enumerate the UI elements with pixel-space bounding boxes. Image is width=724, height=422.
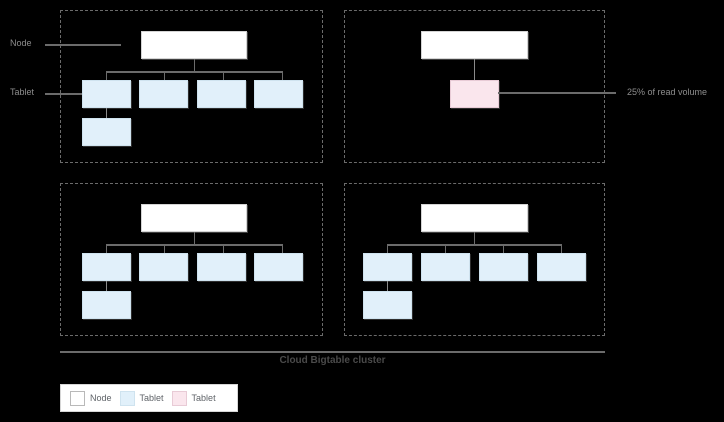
connector-drop-2-bottom-left [164,244,165,253]
connector-drop-2-top-left [164,71,165,80]
connector-drop-3-bottom-right [503,244,504,253]
node-group-top-right [344,10,605,163]
tablet-box-bottom-right-1 [363,253,412,281]
legend-item-node: Node [70,390,112,406]
tablet-swatch-icon [119,390,135,406]
connector-drop-1-top-left [106,71,107,80]
node-box-top-right [421,31,528,59]
connector-bus-bottom-left [106,244,283,246]
connector-node-stem-top-right [474,59,475,80]
cluster-separator-line [60,351,605,353]
tablet-box-bottom-left-4 [254,253,303,281]
legend-label-tablet-hot: Tablet [191,392,216,403]
tablet-box-top-left-3 [197,80,246,108]
tablet-box-top-left-2 [139,80,188,108]
connector-drop-4-bottom-right [561,244,562,253]
leader-line-node [45,44,121,46]
side-label-node: Node [10,38,32,48]
node-box-top-left [141,31,247,59]
tablet-box-top-left-5 [82,118,131,146]
node-swatch-icon [70,390,85,406]
tablet-box-bottom-left-1 [82,253,131,281]
node-box-bottom-right [421,204,528,232]
side-label-tablet: Tablet [10,87,35,97]
tablet-box-bottom-right-4 [537,253,586,281]
tablet-box-top-right-hot [450,80,499,108]
connector-subdrop-top-left [106,108,107,118]
connector-subdrop-bottom-right [387,281,388,291]
annotation-hot-tablet: 25% of read volume [627,87,708,97]
tablet-box-bottom-right-3 [479,253,528,281]
connector-drop-4-top-left [282,71,283,80]
connector-drop-3-top-left [223,71,224,80]
legend-label-tablet: Tablet [139,392,164,403]
connector-bus-bottom-right [387,244,562,246]
connector-drop-4-bottom-left [282,244,283,253]
connector-drop-1-bottom-left [106,244,107,253]
connector-subdrop-bottom-left [106,281,107,291]
node-group-bottom-left [60,183,323,336]
connector-node-stem-bottom-left [194,232,195,244]
connector-drop-1-bottom-right [387,244,388,253]
tablet-box-bottom-left-2 [139,253,188,281]
legend-item-tablet: Tablet [119,390,164,406]
connector-node-stem-top-left [194,59,195,71]
tablet-box-bottom-right-5 [363,291,412,319]
leader-line-hot-tablet [498,92,616,94]
node-group-top-left [60,10,323,163]
connector-drop-2-bottom-right [445,244,446,253]
tablet-box-bottom-left-5 [82,291,131,319]
legend: Node Tablet Tablet [60,384,238,412]
legend-item-tablet-hot: Tablet [171,390,216,406]
legend-label-node: Node [90,392,112,403]
connector-node-stem-bottom-right [474,232,475,244]
tablet-box-bottom-right-2 [421,253,470,281]
tablet-box-top-left-1 [82,80,131,108]
connector-bus-top-left [106,71,283,73]
tablet-box-bottom-left-3 [197,253,246,281]
tablet-box-top-left-4 [254,80,303,108]
node-group-bottom-right [344,183,605,336]
cluster-caption: Cloud Bigtable cluster [279,355,386,366]
tablet-hot-swatch-icon [171,390,187,406]
connector-drop-3-bottom-left [223,244,224,253]
leader-line-tablet [45,93,82,95]
node-box-bottom-left [141,204,247,232]
